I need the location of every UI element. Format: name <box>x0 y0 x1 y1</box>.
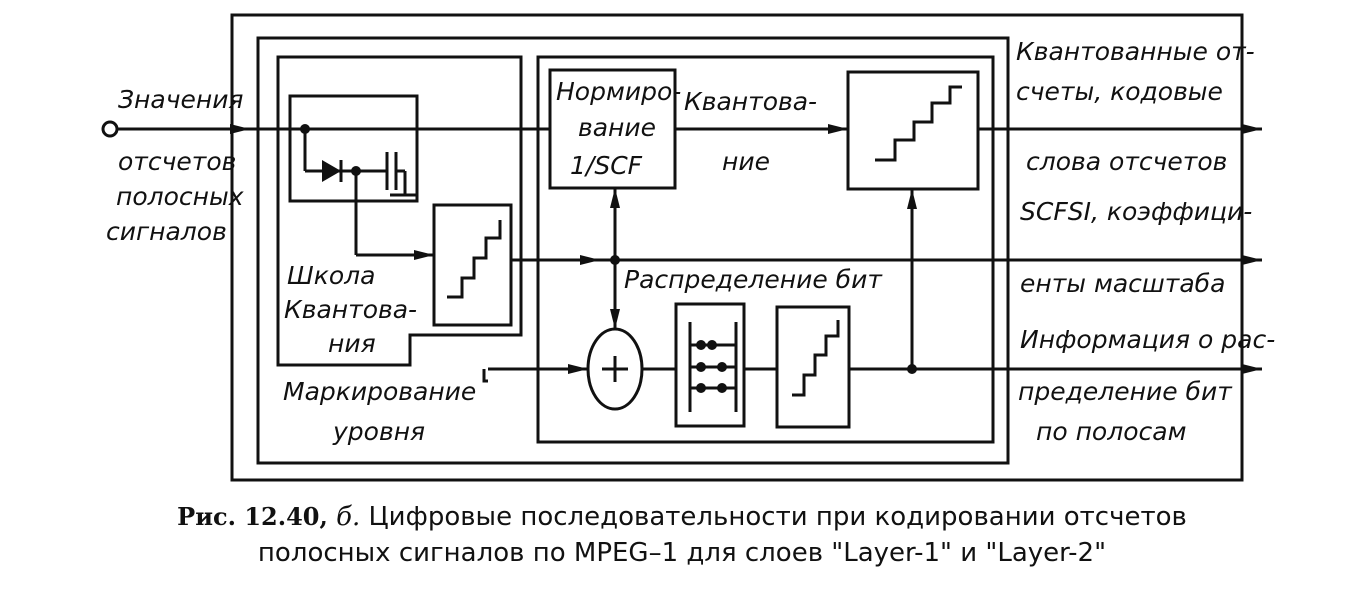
figure-caption: Рис. 12.40, б. Цифровые последовательнос… <box>0 500 1364 572</box>
scale-quantizer-block <box>432 203 513 327</box>
level-mark-label-line-2: уровня <box>332 417 425 446</box>
normalize-label-line-1: Нормиро- <box>556 77 681 106</box>
level-mark-label-line-1: Маркирование <box>283 377 476 406</box>
input-label-line-1: Значения <box>118 85 243 114</box>
bitinfo-output-line-3: по полосам <box>1036 417 1186 446</box>
figure-label: Рис. 12.40, <box>177 502 328 531</box>
bit-table-dot <box>696 362 706 372</box>
bitinfo-output-line-2: пределение бит <box>1018 377 1233 406</box>
quantizer-frame <box>536 55 995 444</box>
normalize-label-line-3: 1/SCF <box>570 151 643 180</box>
diode-icon <box>322 160 341 182</box>
junction-dot <box>300 124 310 134</box>
caption-line-1: Рис. 12.40, б. Цифровые последовательнос… <box>0 500 1364 536</box>
quantized-output-line-3: слова отсчетов <box>1026 147 1227 176</box>
codec-diagram: Значения отсчетов полосных сигналов Школ… <box>101 13 1275 482</box>
bit-table-dot <box>707 340 717 350</box>
bit-staircase <box>792 320 840 397</box>
bit-quantizer-block <box>775 305 851 429</box>
quantized-output-line-1: Квантованные от- <box>1016 37 1255 66</box>
figure-letter: б. <box>336 502 361 532</box>
quantized-output-line-2: счеты, кодовые <box>1016 77 1223 106</box>
caption-line-2: полосных сигналов по MPEG–1 для слоев "L… <box>257 537 1107 568</box>
bit-table-block <box>674 302 746 428</box>
scale-staircase <box>447 220 502 299</box>
input-label-line-3: полосных <box>116 182 244 211</box>
scfsi-output-line-1: SCFSI, коэффици- <box>1020 197 1252 226</box>
input-label-line-2: отсчетов <box>118 147 236 176</box>
detector-block <box>288 94 419 203</box>
bit-table-dot <box>717 362 727 372</box>
caption-text-1: Цифровые последовательности при кодирова… <box>368 502 1187 532</box>
bit-table-dot <box>696 383 706 393</box>
junction-dot <box>907 364 917 374</box>
normalize-label-line-2: вание <box>578 113 656 142</box>
bit-table-dot <box>696 340 706 350</box>
quantizer-staircase <box>875 85 962 162</box>
bit-table-dot <box>717 383 727 393</box>
input-label-line-4: сигналов <box>106 217 227 246</box>
junction-dot <box>610 255 620 265</box>
scale-frame <box>276 55 523 367</box>
quantize-label-line-2: ние <box>722 147 770 176</box>
scfsi-output-line-2: енты масштаба <box>1020 269 1225 298</box>
outer-frame <box>230 13 1244 482</box>
junction-dot <box>351 166 361 176</box>
scale-label-line-1: Школа <box>287 261 375 290</box>
scale-label-line-3: ния <box>328 329 376 358</box>
inner-frame <box>256 36 1010 465</box>
quantize-label-line-1: Квантова- <box>684 87 817 116</box>
bit-alloc-label: Распределение бит <box>624 265 883 294</box>
input-terminal <box>101 120 119 138</box>
scale-label-line-2: Квантова- <box>284 295 417 324</box>
bitinfo-output-line-1: Информация о рас- <box>1020 325 1275 354</box>
level-mark-tick <box>482 369 488 383</box>
